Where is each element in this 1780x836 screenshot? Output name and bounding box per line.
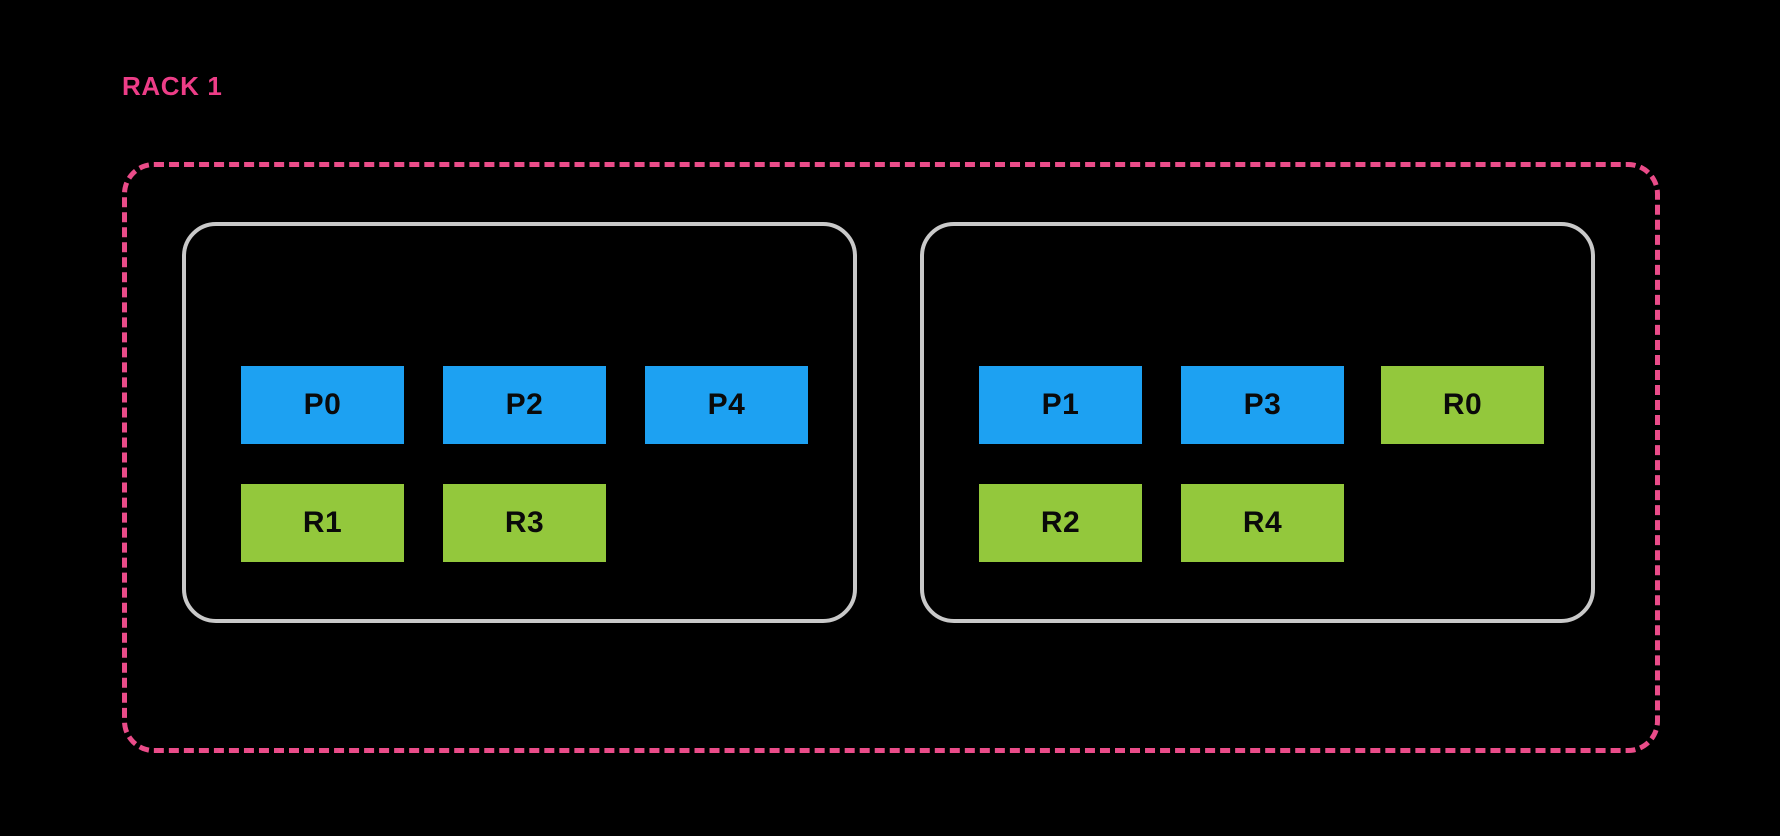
node-box-1 [920,222,1595,623]
replica-cell-r1: R1 [241,484,404,562]
partition-cell-p1: P1 [979,366,1142,444]
replica-cell-r4: R4 [1181,484,1344,562]
partition-cell-p2: P2 [443,366,606,444]
partition-cell-p4: P4 [645,366,808,444]
partition-cell-p3: P3 [1181,366,1344,444]
replica-cell-r0: R0 [1381,366,1544,444]
rack-label: RACK 1 [122,71,223,101]
replica-cell-r2: R2 [979,484,1142,562]
node-box-0 [182,222,857,623]
rack-container [122,162,1660,753]
replica-cell-r3: R3 [443,484,606,562]
partition-cell-p0: P0 [241,366,404,444]
